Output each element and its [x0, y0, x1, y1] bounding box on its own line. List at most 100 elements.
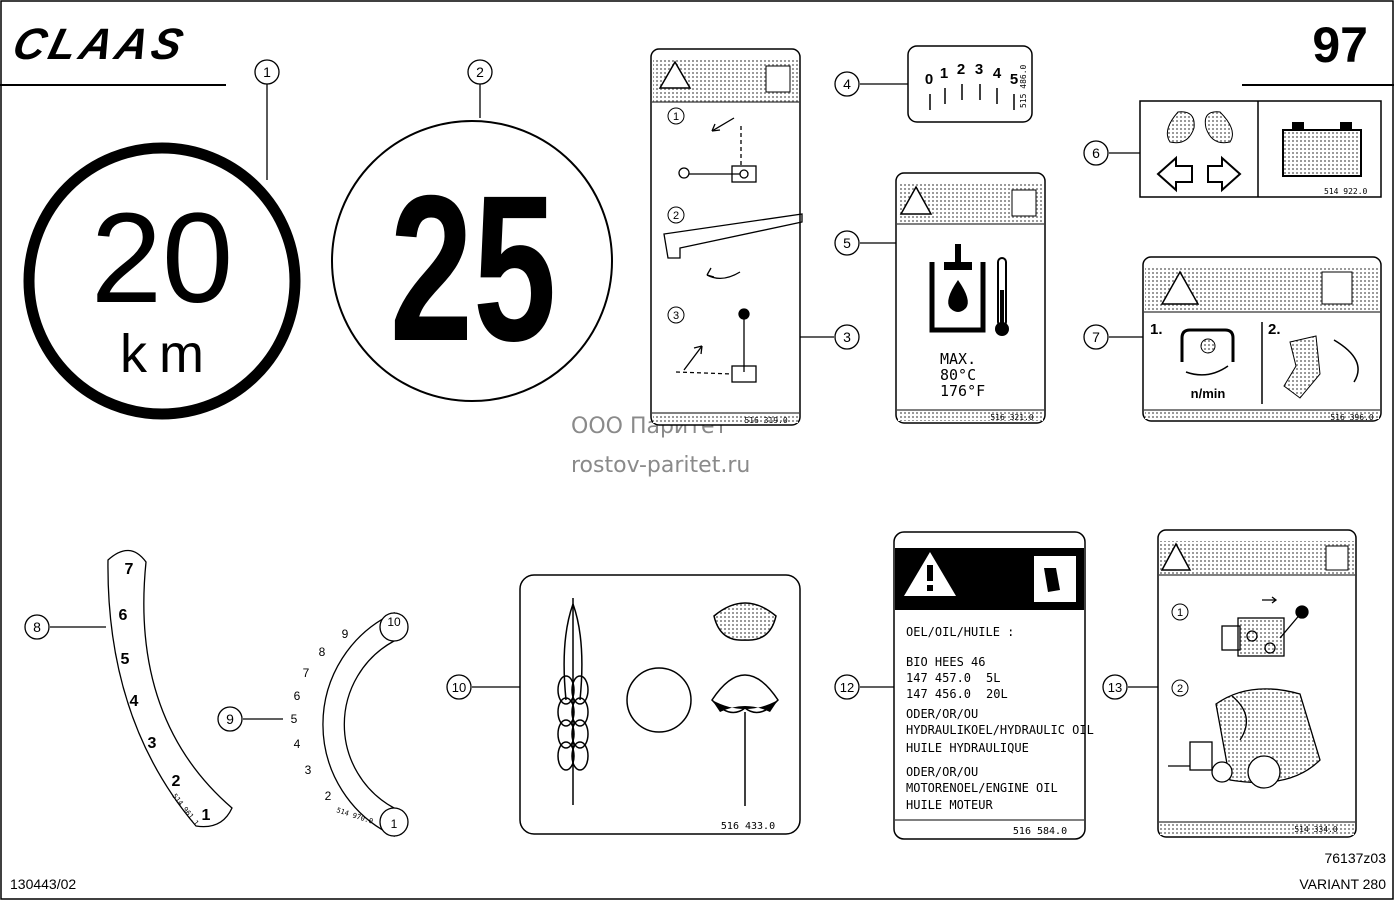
callout-circle	[1083, 140, 1109, 166]
right-lamp-icon	[1204, 111, 1233, 144]
speed-25-number: 25	[390, 153, 557, 385]
reservoir-icon	[929, 262, 986, 333]
scale8-number: 6	[119, 607, 128, 624]
callout-number: 10	[452, 680, 466, 695]
decal12-text-line: 147 457.0	[906, 671, 971, 685]
warning-triangle-icon	[899, 185, 933, 215]
callout-number: 8	[33, 619, 41, 635]
round-bale-icon	[626, 667, 692, 733]
decal5-part-number: 516 321.0	[990, 413, 1034, 422]
callout-circle	[254, 59, 280, 85]
speed-sign-20km: 20 km	[23, 142, 301, 420]
gauge-digit: 5	[1010, 71, 1018, 88]
callout-1: 1	[254, 59, 280, 85]
scale9-number: 5	[291, 712, 298, 726]
decal-lever-positions: 123 516 319.0	[650, 48, 803, 426]
valve-icon	[1221, 596, 1309, 657]
scale9-number: 10	[387, 615, 401, 629]
baler-icon	[1168, 688, 1321, 789]
oil-drop-icon	[948, 280, 968, 312]
decal5-text-line: MAX.	[940, 350, 976, 368]
callout-number: 2	[476, 64, 484, 80]
decal7-part-number: 516 396.0	[1330, 413, 1374, 422]
drawing-reference: 76137z03	[1324, 850, 1386, 866]
scale9-number: 9	[342, 627, 349, 641]
callout-number: 12	[840, 680, 854, 695]
scale9-number: 1	[391, 817, 398, 831]
callout-12: 12	[834, 674, 860, 700]
callout-circle	[834, 71, 860, 97]
sunflower-top-icon	[713, 602, 777, 641]
scale9-number: 4	[294, 737, 301, 751]
callout-number: 6	[1092, 145, 1100, 161]
gauge-digit: 4	[993, 65, 1002, 82]
callout-9: 9	[217, 706, 243, 732]
scale9-number: 8	[319, 645, 326, 659]
decal12-part-number: 516 584.0	[1013, 826, 1067, 837]
decal5-text-line: 176°F	[940, 382, 985, 400]
decal12-text-line: HUILE MOTEUR	[906, 798, 993, 812]
callout-number: 4	[843, 76, 851, 92]
decal12-text-line: 147 456.0	[906, 687, 971, 701]
gauge-digit: 2	[957, 61, 965, 78]
manual-book-icon	[1011, 189, 1037, 217]
left-lamp-icon	[1166, 111, 1195, 144]
watermark-url: rostov-paritet.ru	[571, 453, 751, 478]
gauge-digit: 1	[940, 65, 948, 82]
decal12-text-line: HYDRAULIKOEL/HYDRAULIC OIL	[906, 723, 1094, 737]
decal12-text-line: MOTORENOEL/ENGINE OIL	[906, 781, 1058, 795]
callout-circle	[1083, 324, 1109, 350]
pto-gear-icon	[1200, 338, 1216, 354]
decal-baler-service: 1 2 514 334.0	[1157, 529, 1357, 838]
step-circle	[667, 306, 685, 324]
decal3-step-number: 2	[673, 210, 679, 222]
callout-3: 3	[834, 324, 860, 350]
decal12-text-line: ODER/OR/OU	[906, 707, 978, 721]
decal13-step-number: 1	[1177, 607, 1183, 619]
callout-8: 8	[24, 614, 50, 640]
decal3-step-group: 123	[667, 107, 685, 324]
callout-5: 5	[834, 230, 860, 256]
decal3-part-number: 516 319.0	[744, 416, 788, 425]
callout-circle	[467, 59, 493, 85]
callout-number: 5	[843, 235, 851, 251]
arrow-left-icon	[1156, 155, 1193, 193]
callout-number: 1	[263, 64, 271, 80]
decal4-part-number: 515 486.0	[1019, 64, 1028, 108]
speed-20-number: 20	[91, 187, 233, 330]
decal6-part-number: 514 922.0	[1324, 187, 1368, 196]
decal13-part-number: 514 334.0	[1294, 825, 1338, 834]
scale8-number: 5	[121, 651, 130, 668]
scale9-number: 6	[294, 689, 301, 703]
page-number: 97	[1312, 17, 1368, 73]
wheat-ear-icon	[557, 598, 589, 805]
model-name: VARIANT 280	[1299, 876, 1386, 892]
decal12-text-line: ODER/OR/OU	[906, 765, 978, 779]
decal12-text-line: 20L	[986, 687, 1008, 701]
speed-sign-25: 25	[331, 120, 613, 402]
decal13-step-number: 2	[1177, 683, 1183, 695]
decal12-text-line: BIO HEES 46	[906, 655, 985, 669]
decal12-text-line: OEL/OIL/HUILE :	[906, 625, 1014, 639]
decal-crop-types: 516 433.0	[519, 574, 801, 835]
warning-triangle-icon	[1160, 542, 1192, 571]
callout-circle	[834, 324, 860, 350]
callout-10: 10	[446, 674, 472, 700]
callout-circle	[446, 674, 472, 700]
callout-2: 2	[467, 59, 493, 85]
decal3-step-number: 3	[673, 310, 679, 322]
pto-shaft-icon	[1283, 335, 1321, 399]
step-circle	[1171, 603, 1189, 621]
decal7-unit: n/min	[1191, 386, 1226, 401]
callout-4: 4	[834, 71, 860, 97]
callout-number: 13	[1108, 680, 1122, 695]
leader-lines	[50, 83, 1158, 720]
